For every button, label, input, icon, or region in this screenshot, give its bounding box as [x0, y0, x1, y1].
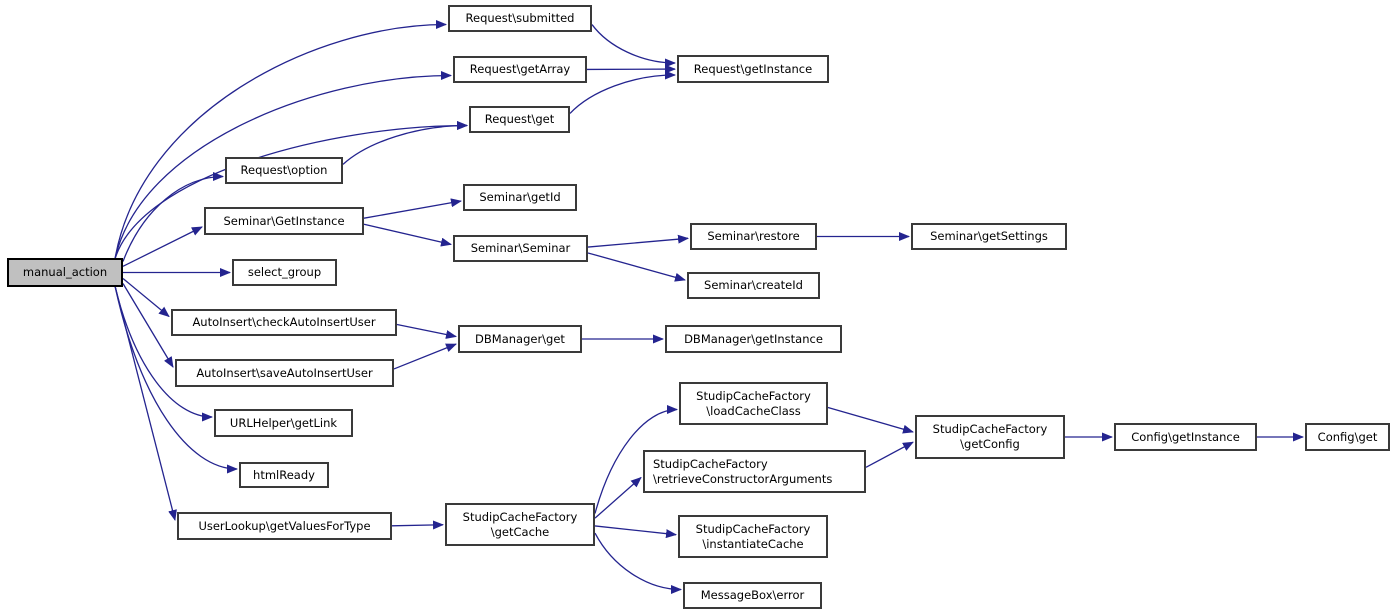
node-label: DBManager\getInstance: [684, 331, 823, 346]
node-messagebox_error[interactable]: MessageBox\error: [683, 582, 822, 609]
edge-scf_getcache-to-scf_instantiatecache: [594, 525, 677, 539]
node-label: Seminar\Seminar: [470, 241, 571, 255]
node-scf_getcache[interactable]: StudipCacheFactory \getCache: [445, 503, 595, 546]
node-label: Seminar\getId: [479, 190, 561, 204]
node-userlookup_getvaluesfortype[interactable]: UserLookup\getValuesForType: [177, 512, 392, 540]
edge-manual_action-to-seminar_getinstance: [122, 226, 203, 267]
node-seminar_getinstance[interactable]: Seminar\GetInstance: [204, 207, 364, 235]
edge-autoinsert_saveautoinsertuser-to-dbmanager_get: [393, 343, 457, 370]
node-select_group[interactable]: select_group: [232, 259, 337, 286]
node-dbmanager_getinstance[interactable]: DBManager\getInstance: [665, 325, 842, 353]
node-label: DBManager\get: [475, 331, 565, 346]
node-label: Seminar\getSettings: [930, 229, 1048, 243]
node-label: Config\get: [1317, 429, 1378, 444]
node-seminar_createid[interactable]: Seminar\createId: [687, 272, 820, 299]
node-config_getinstance[interactable]: Config\getInstance: [1114, 423, 1257, 451]
node-label: Request\option: [240, 163, 328, 177]
node-label: StudipCacheFactory \getConfig: [932, 422, 1048, 451]
node-request_option[interactable]: Request\option: [225, 157, 343, 184]
node-label: Request\getArray: [469, 62, 571, 76]
node-label: StudipCacheFactory \getCache: [462, 509, 578, 539]
edge-seminar_seminar-to-seminar_createid: [587, 252, 686, 282]
node-urlhelper_getlink[interactable]: URLHelper\getLink: [214, 409, 353, 437]
edge-manual_action-to-request_get: [114, 121, 468, 260]
node-label: Request\get: [484, 112, 555, 126]
edge-request_submitted-to-request_getinstance: [591, 24, 676, 68]
node-label: select_group: [247, 265, 322, 279]
node-request_getinstance[interactable]: Request\getInstance: [677, 55, 829, 83]
edge-scf_loadcacheclass-to-scf_getconfig: [827, 406, 914, 434]
node-label: Request\getInstance: [693, 61, 813, 76]
node-label: UserLookup\getValuesForType: [198, 518, 371, 533]
node-manual_action: manual_action: [7, 258, 123, 287]
node-seminar_seminar[interactable]: Seminar\Seminar: [453, 235, 588, 262]
node-autoinsert_checkautoinsertuser[interactable]: AutoInsert\checkAutoInsertUser: [171, 309, 397, 336]
edge-autoinsert_checkautoinsertuser-to-dbmanager_get: [396, 323, 457, 339]
node-htmlready[interactable]: htmlReady: [239, 462, 329, 488]
node-label: Seminar\restore: [707, 229, 800, 243]
node-label: htmlReady: [253, 467, 315, 482]
node-label: URLHelper\getLink: [229, 415, 338, 430]
node-label: manual_action: [22, 265, 108, 279]
edge-request_option-to-request_get: [342, 121, 468, 165]
edge-scf_retrieveconstructorarguments-to-scf_getconfig: [865, 441, 914, 468]
node-label: Config\getInstance: [1131, 429, 1240, 444]
node-autoinsert_saveautoinsertuser[interactable]: AutoInsert\saveAutoInsertUser: [175, 359, 394, 387]
node-request_getarray[interactable]: Request\getArray: [453, 56, 587, 83]
edge-manual_action-to-userlookup_getvaluesfortype: [114, 285, 177, 521]
node-label: Request\submitted: [465, 11, 575, 25]
node-label: StudipCacheFactory \instantiateCache: [695, 521, 811, 551]
node-label: Seminar\createId: [704, 278, 803, 292]
node-config_get[interactable]: Config\get: [1305, 423, 1390, 451]
edge-scf_getcache-to-messagebox_error: [594, 532, 682, 594]
node-seminar_restore[interactable]: Seminar\restore: [690, 223, 817, 250]
node-dbmanager_get[interactable]: DBManager\get: [458, 325, 582, 353]
node-label: AutoInsert\saveAutoInsertUser: [196, 365, 373, 380]
node-request_get[interactable]: Request\get: [469, 106, 570, 133]
node-seminar_getsettings[interactable]: Seminar\getSettings: [911, 223, 1067, 250]
edge-scf_getcache-to-scf_retrieveconstructorarguments: [594, 476, 642, 519]
node-label: StudipCacheFactory \retrieveConstructorA…: [653, 456, 833, 486]
node-label: StudipCacheFactory \loadCacheClass: [696, 388, 811, 418]
node-scf_loadcacheclass[interactable]: StudipCacheFactory \loadCacheClass: [679, 382, 828, 425]
edge-manual_action-to-autoinsert_checkautoinsertuser: [122, 277, 170, 318]
node-scf_instantiatecache[interactable]: StudipCacheFactory \instantiateCache: [678, 515, 828, 558]
edge-userlookup_getvaluesfortype-to-scf_getcache: [391, 520, 444, 530]
node-scf_getconfig[interactable]: StudipCacheFactory \getConfig: [915, 415, 1065, 459]
node-label: MessageBox\error: [700, 588, 805, 602]
edge-manual_action-to-urlhelper_getlink: [114, 285, 213, 422]
node-request_submitted[interactable]: Request\submitted: [448, 5, 592, 32]
edge-seminar_seminar-to-seminar_restore: [587, 234, 689, 248]
node-scf_retrieveconstructorarguments[interactable]: StudipCacheFactory \retrieveConstructorA…: [643, 450, 866, 493]
node-label: AutoInsert\checkAutoInsertUser: [192, 315, 376, 329]
edge-seminar_getinstance-to-seminar_getid: [363, 198, 462, 219]
edge-manual_action-to-autoinsert_saveautoinsertuser: [122, 283, 174, 368]
edge-seminar_getinstance-to-seminar_seminar: [363, 223, 452, 247]
node-seminar_getid[interactable]: Seminar\getId: [463, 184, 577, 211]
node-label: Seminar\GetInstance: [223, 213, 345, 228]
